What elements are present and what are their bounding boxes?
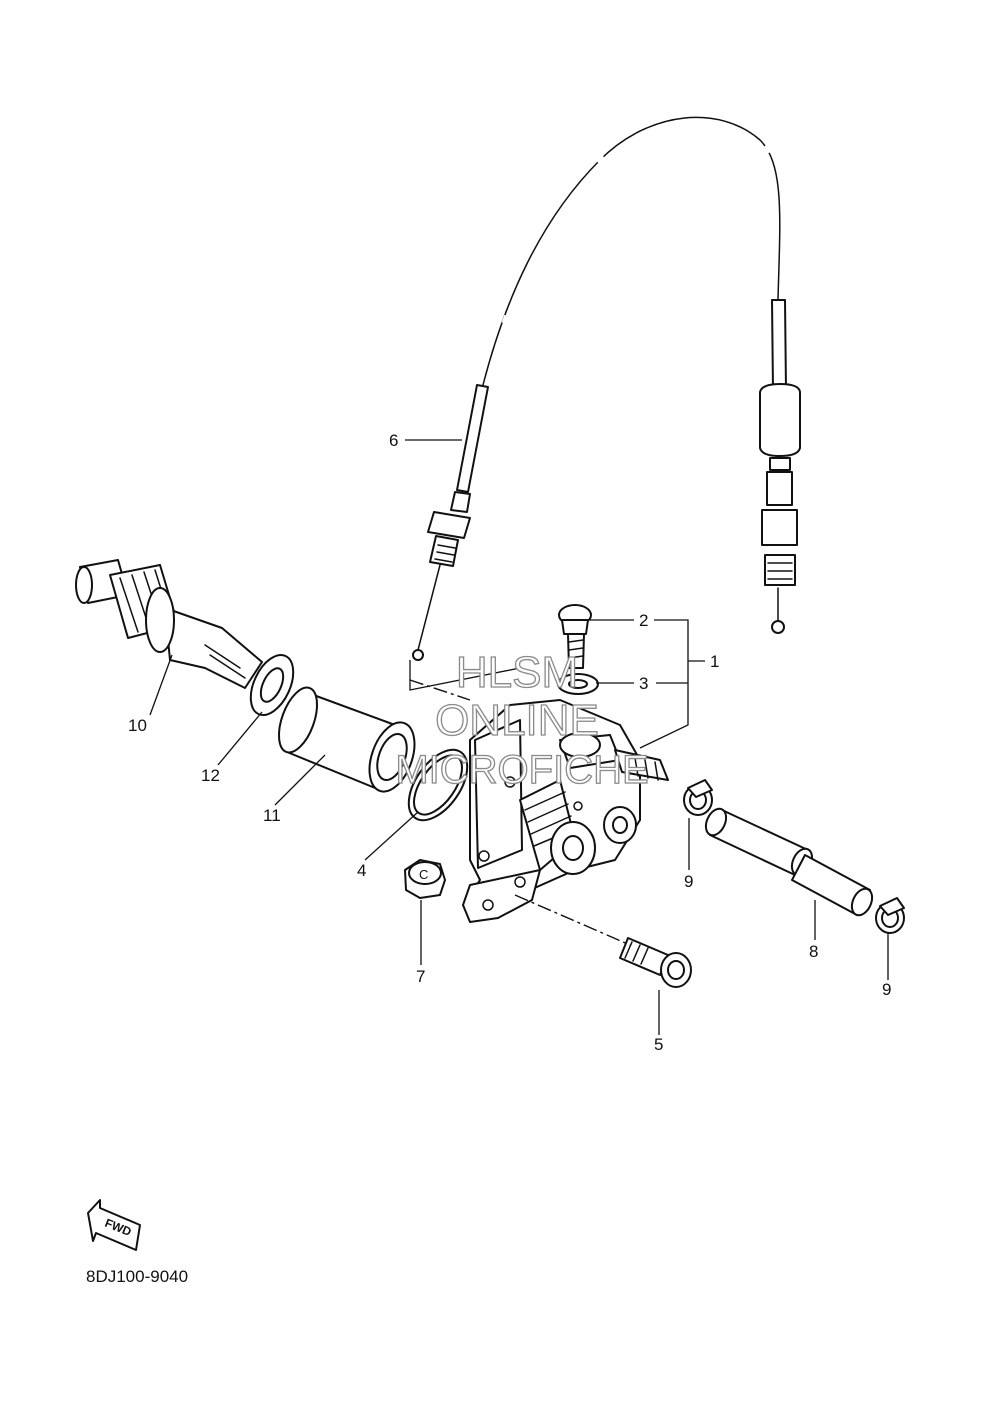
o-ring-4 [407,748,469,822]
bushing-11 [277,686,416,793]
fwd-arrow-icon: FWD [87,1199,141,1251]
callout-8: 8 [809,942,818,961]
callout-7: 7 [416,967,425,986]
callout-11: 11 [263,806,281,825]
washer-12 [249,654,295,716]
callout-12: 12 [201,766,220,785]
callout-4: 4 [357,861,366,880]
drive-gear-shaft [75,559,263,689]
callout-9-lower: 9 [882,980,891,999]
watermark-line-2: ONLINE [435,696,599,745]
callout-1: 1 [710,652,719,671]
callout-10: 10 [128,716,147,735]
watermark: HLSM ONLINE MICROFICHE [395,647,650,792]
callout-2: 2 [639,611,648,630]
oil-hose-8 [704,807,874,917]
watermark-line-3: MICROFICHE [395,748,648,792]
hose-clamp-9-upper [683,779,713,816]
hose-clamp-9-lower [875,897,905,934]
callout-5: 5 [654,1035,663,1054]
callout-3: 3 [639,674,648,693]
bolt-5 [619,937,692,988]
washer-3 [557,673,599,695]
watermark-line-1: HLSM [456,648,578,697]
diagram-code: 8DJ100-9040 [86,1267,188,1286]
bolt-2 [558,604,592,669]
nut-7: C [404,859,446,899]
washer-mark: C [419,867,428,882]
callout-9-upper: 9 [684,872,693,891]
throttle-cable [412,116,801,661]
callout-6: 6 [389,431,398,450]
oil-pump-assembly [462,699,669,923]
